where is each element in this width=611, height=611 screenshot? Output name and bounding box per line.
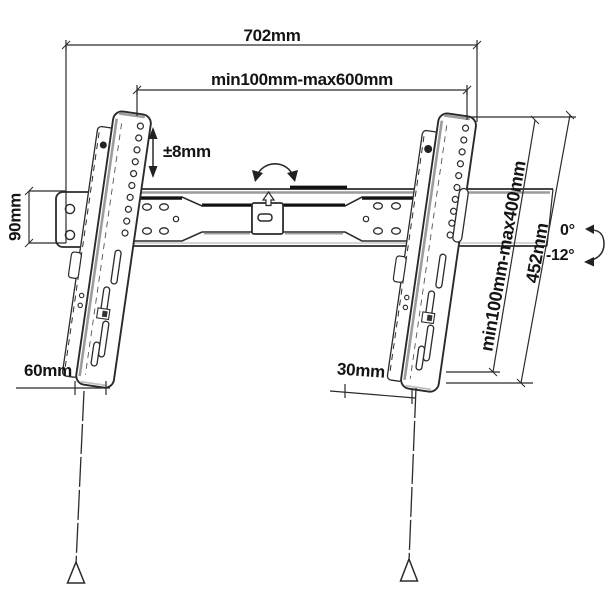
left-cord-weight: [66, 560, 86, 584]
dim-wall-gap-right: [329, 384, 416, 404]
curved-tilt-arrow-icon: [252, 162, 298, 182]
height-adjust-arrow-icon: [148, 127, 158, 178]
dim-bracket-height: [446, 110, 575, 388]
slide-block: [251, 202, 284, 235]
up-arrow-icon: [261, 190, 276, 207]
tilt-lower-label: -12°: [546, 247, 575, 264]
dim-wall-gap-left: [16, 381, 110, 395]
right-bracket-arm: [386, 112, 477, 393]
dim-label-vesa-width: min100mm-max600mm: [211, 70, 393, 89]
dim-label-height-adjust: ±8mm: [163, 142, 211, 161]
right-cord-weight: [399, 556, 419, 582]
tilt-upper-label: 0°: [560, 222, 575, 239]
left-bracket-arm: [61, 110, 152, 389]
left-pull-cord: [66, 390, 86, 584]
right-arm-sticker: [420, 311, 436, 325]
dim-label-wall-gap-right: 30mm: [336, 359, 386, 382]
dim-vesa-width: [132, 85, 472, 120]
tilt-range-arrow-icon: [584, 224, 605, 267]
dim-label-rail-height: 90mm: [5, 193, 25, 241]
right-pull-cord: [399, 387, 419, 582]
dim-vesa-height: [446, 115, 576, 377]
dim-label-overall-width: 702mm: [243, 26, 301, 45]
left-arm-sticker: [95, 307, 111, 321]
vesa-crossbar: [114, 196, 426, 242]
dim-label-wall-gap-left: 60mm: [24, 361, 72, 380]
dim-overall-width: [61, 40, 482, 243]
dim-rail-height: [24, 186, 66, 248]
